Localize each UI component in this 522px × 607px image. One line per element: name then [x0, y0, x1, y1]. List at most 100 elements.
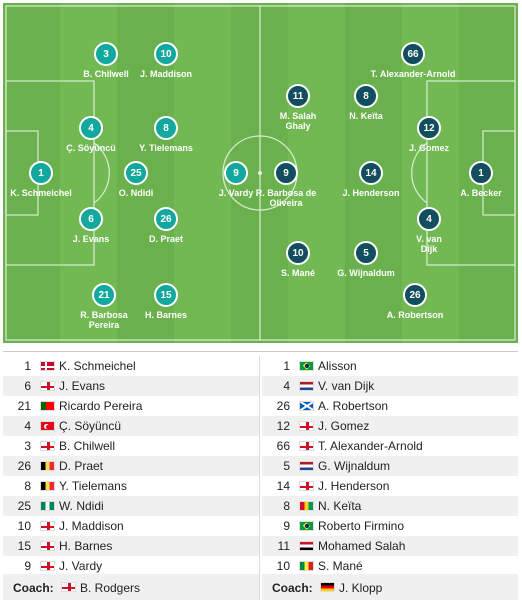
- player-number: 10: [286, 241, 310, 265]
- lineup-row[interactable]: 9 J. Vardy: [3, 556, 259, 576]
- player-name: V. van Dijk: [416, 234, 442, 254]
- player-name: J. Vardy: [218, 188, 254, 198]
- shirt-number: 9: [24, 559, 31, 573]
- player-name[interactable]: W. Ndidi: [59, 499, 104, 513]
- player-number: 4: [79, 116, 103, 140]
- flag-icon: [299, 561, 314, 571]
- lineup-row[interactable]: 3 B. Chilwell: [3, 436, 259, 456]
- player-name[interactable]: Ricardo Pereira: [59, 399, 143, 413]
- shirt-number: 5: [283, 459, 290, 473]
- flag-icon: [61, 582, 76, 592]
- section-divider: [3, 351, 518, 352]
- player-name: S. Mané: [280, 268, 315, 278]
- player-name: K. Schmeichel: [10, 188, 72, 198]
- lineup-row[interactable]: 5 G. Wijnaldum: [262, 456, 518, 476]
- shirt-number: 25: [17, 499, 31, 513]
- player-name[interactable]: J. Vardy: [59, 559, 103, 573]
- home-lineup: 1 K. Schmeichel 6 J. Evans 21 Ricardo Pereira…: [3, 356, 259, 576]
- player-number: 25: [124, 161, 148, 185]
- shirt-number: 6: [24, 379, 31, 393]
- player-number: 10: [154, 42, 178, 66]
- coach-label: Coach:: [13, 581, 54, 595]
- home-coach-row: Coach: B. Rodgers: [3, 574, 259, 600]
- flag-icon: [40, 561, 55, 571]
- shirt-number: 8: [24, 479, 31, 493]
- player-number: 3: [94, 42, 118, 66]
- player-name[interactable]: K. Schmeichel: [59, 359, 136, 373]
- lineup-row[interactable]: 14 J. Henderson: [262, 476, 518, 496]
- lineup-row[interactable]: 4 Ç. Söyüncü: [3, 416, 259, 436]
- shirt-number: 3: [24, 439, 31, 453]
- lineup-row[interactable]: 25 W. Ndidi: [3, 496, 259, 516]
- shirt-number: 11: [277, 539, 290, 553]
- player-number: 15: [154, 283, 178, 307]
- player-name[interactable]: D. Praet: [59, 459, 104, 473]
- player-name: G. Wijnaldum: [337, 268, 395, 278]
- player-name[interactable]: Alisson: [318, 359, 357, 373]
- player-name[interactable]: S. Mané: [318, 559, 363, 573]
- coach-name[interactable]: B. Rodgers: [80, 581, 141, 595]
- player-name[interactable]: Ç. Söyüncü: [59, 419, 122, 433]
- player-number: 66: [401, 42, 425, 66]
- player-name[interactable]: T. Alexander-Arnold: [318, 439, 423, 453]
- player-number: 9: [224, 161, 248, 185]
- player-name[interactable]: A. Robertson: [318, 399, 389, 413]
- flag-icon: [299, 461, 314, 471]
- flag-icon: [299, 361, 314, 371]
- player-number: 1: [29, 161, 53, 185]
- player-name[interactable]: H. Barnes: [59, 539, 113, 553]
- player-name[interactable]: Mohamed Salah: [318, 539, 406, 553]
- player-name[interactable]: Roberto Firmino: [318, 519, 405, 533]
- shirt-number: 14: [276, 479, 290, 493]
- player-number: 1: [469, 161, 493, 185]
- shirt-number: 12: [276, 419, 290, 433]
- flag-icon: [299, 421, 314, 431]
- lineup-row[interactable]: 6 J. Evans: [3, 376, 259, 396]
- player-name: H. Barnes: [144, 310, 188, 320]
- lineup-row[interactable]: 12 J. Gomez: [262, 416, 518, 436]
- player-name[interactable]: N. Keïta: [318, 499, 362, 513]
- flag-icon: [40, 361, 55, 371]
- flag-icon: [40, 421, 55, 431]
- lineup-row[interactable]: 1 K. Schmeichel: [3, 356, 259, 376]
- player-name[interactable]: B. Chilwell: [59, 439, 116, 453]
- flag-icon: [40, 541, 55, 551]
- flag-icon: [299, 501, 314, 511]
- coach-name[interactable]: J. Klopp: [339, 581, 383, 595]
- pitch: 1 K. Schmeichel 6 J. Evans 21 R. Barbosa…: [3, 3, 518, 343]
- shirt-number: 1: [24, 359, 31, 373]
- shirt-number: 4: [24, 419, 31, 433]
- shirt-number: 9: [283, 519, 290, 533]
- player-name[interactable]: J. Evans: [59, 379, 106, 393]
- pitch-lines: [5, 5, 516, 341]
- flag-icon: [40, 381, 55, 391]
- flag-icon: [40, 401, 55, 411]
- player-name[interactable]: Y. Tielemans: [59, 479, 127, 493]
- player-name[interactable]: J. Maddison: [59, 519, 124, 533]
- flag-icon: [40, 441, 55, 451]
- player-name[interactable]: J. Henderson: [318, 479, 390, 493]
- lineup-row[interactable]: 21 Ricardo Pereira: [3, 396, 259, 416]
- lineup-row[interactable]: 11 Mohamed Salah: [262, 536, 518, 556]
- player-name[interactable]: V. van Dijk: [318, 379, 375, 393]
- player-name[interactable]: J. Gomez: [318, 419, 370, 433]
- player-number: 8: [354, 84, 378, 108]
- lineup-row[interactable]: 9 Roberto Firmino: [262, 516, 518, 536]
- player-name[interactable]: G. Wijnaldum: [318, 459, 391, 473]
- shirt-number: 21: [17, 399, 31, 413]
- column-divider: [259, 356, 260, 600]
- player-number: 21: [92, 283, 116, 307]
- flag-icon: [299, 521, 314, 531]
- player-number: 8: [154, 116, 178, 140]
- player-name: R. Barbosa Pereira: [80, 310, 128, 330]
- lineup-row[interactable]: 8 Y. Tielemans: [3, 476, 259, 496]
